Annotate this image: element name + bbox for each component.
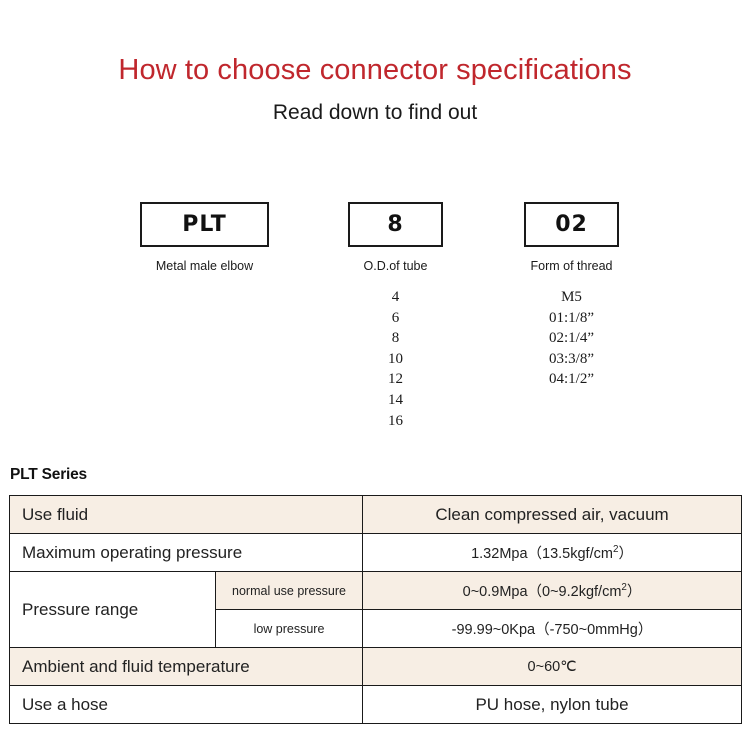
spec-value: Clean compressed air, vacuum	[362, 495, 743, 534]
spec-value: 0~0.9Mpa（0~9.2kgf/cm2）	[362, 571, 743, 610]
page-title: How to choose connector specifications	[118, 54, 632, 86]
spec-label: Maximum operating pressure	[8, 533, 364, 572]
page-subtitle: Read down to find out	[272, 101, 478, 124]
option-item: 6	[391, 309, 400, 326]
option-item: 10	[388, 350, 403, 367]
code-caption-series: Metal male elbow	[155, 259, 254, 273]
code-caption-tube-od: O.D.of tube	[363, 259, 428, 273]
spec-label-pressure-range: Pressure range	[9, 571, 216, 648]
option-item: 12	[388, 371, 403, 388]
spec-sub-label: normal use pressure	[214, 571, 364, 610]
code-box-series: PLT	[140, 202, 269, 247]
code-options-thread-form: M5 01:1/8” 02:1/4” 03:3/8” 04:1/2”	[524, 287, 619, 390]
code-options-tube-od: 4 6 8 10 12 14 16	[348, 287, 443, 431]
code-box-thread-form-value: 02	[555, 211, 588, 237]
option-item: 03:3/8”	[549, 350, 594, 367]
code-group-tube-od: 8 O.D.of tube 4 6 8 10 12 14 16	[348, 202, 443, 431]
code-box-tube-od-value: 8	[387, 211, 404, 237]
option-item: 04:1/2”	[549, 371, 594, 388]
code-group-thread-form: 02 Form of thread M5 01:1/8” 02:1/4” 03:…	[524, 202, 619, 390]
code-box-series-value: PLT	[182, 211, 227, 237]
option-item: 14	[388, 391, 403, 408]
option-item: 8	[391, 330, 400, 347]
option-item: 4	[391, 289, 400, 305]
table-row: Pressure range normal use pressure 0~0.9…	[9, 571, 743, 648]
code-group-series: PLT Metal male elbow	[140, 202, 269, 287]
code-box-tube-od: 8	[348, 202, 443, 247]
series-heading: PLT Series	[10, 466, 87, 483]
option-item: 01:1/8”	[549, 309, 594, 326]
code-diagram: PLT Metal male elbow 8 O.D.of tube 4 6 8…	[0, 202, 750, 442]
spec-value: -99.99~0Kpa（-750~0mmHg）	[362, 609, 743, 648]
spec-label: Use a hose	[8, 685, 364, 724]
option-item: M5	[561, 289, 582, 305]
spec-value: 0~60℃	[362, 647, 743, 686]
option-item: 16	[388, 412, 403, 429]
table-row: Maximum operating pressure 1.32Mpa（13.5k…	[8, 533, 743, 572]
table-row: Use fluid Clean compressed air, vacuum	[8, 495, 743, 534]
table-row: Ambient and fluid temperature 0~60℃	[8, 647, 743, 686]
spec-label: Use fluid	[8, 495, 364, 534]
table-row: low pressure -99.99~0Kpa（-750~0mmHg）	[10, 609, 743, 648]
code-caption-thread-form: Form of thread	[530, 259, 613, 273]
specification-table: Use fluid Clean compressed air, vacuum M…	[8, 495, 743, 724]
spec-label: Ambient and fluid temperature	[8, 647, 364, 686]
spec-sub-label: low pressure	[214, 609, 364, 648]
code-box-thread-form: 02	[524, 202, 619, 247]
spec-value: PU hose, nylon tube	[362, 685, 743, 724]
table-row: Use a hose PU hose, nylon tube	[8, 685, 743, 724]
spec-value: 1.32Mpa（13.5kgf/cm2）	[362, 533, 743, 572]
option-item: 02:1/4”	[549, 330, 594, 347]
